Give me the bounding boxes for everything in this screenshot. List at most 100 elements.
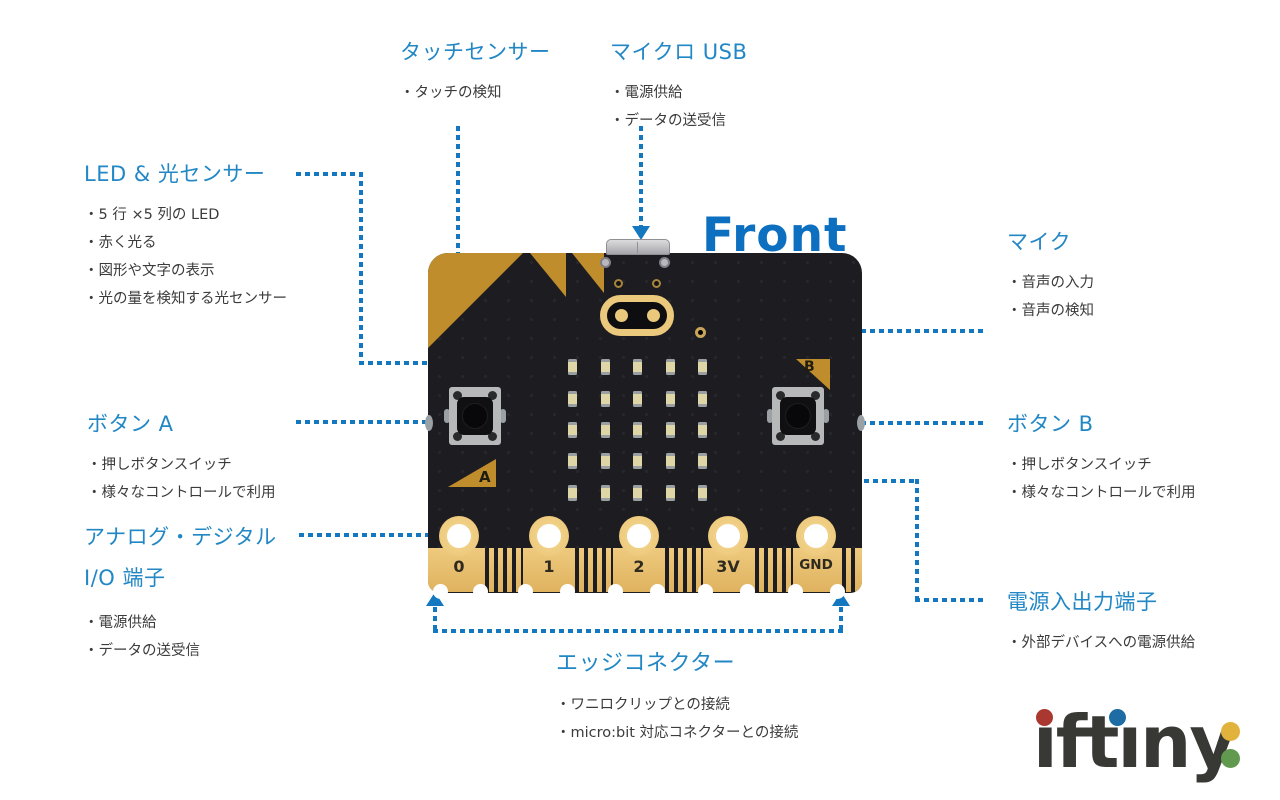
annotation-button-a: ボタン A ・押しボタンスイッチ ・様々なコントロールで利用 [87,405,276,507]
connector-line-led [296,172,362,176]
pin-label-1: 1 [543,557,555,576]
connector-fingers [665,548,703,592]
annotation-button-b: ボタン B ・押しボタンスイッチ ・様々なコントロールで利用 [1007,405,1196,507]
annotation-title: 電源入出力端子 [1007,590,1158,614]
connector-fingers [485,548,523,592]
button-tab [444,409,450,423]
touch-logo-dot [647,309,660,322]
button-b [767,387,829,445]
micro-usb-port [606,239,670,255]
annotation-title: エッジコネクター [556,651,736,676]
connector-line-edge [433,607,437,632]
led [632,359,642,375]
annotation-touch-sensor: タッチセンサー ・タッチの検知 [400,33,551,107]
annotation-bullet: ・タッチの検知 [400,85,502,101]
annotation-bullet: ・データの送受信 [84,643,200,659]
led [567,453,577,469]
annotation-bullet: ・音声の入力 [1007,275,1094,291]
annotation-title: ボタン B [1007,412,1094,436]
pin-label-2: 2 [633,557,645,576]
connector-line-power [915,598,986,602]
connector-fingers [755,548,793,592]
button-pin [811,432,820,441]
annotation-bullet: ・赤く光る [84,235,157,251]
connector-line-edge [839,607,843,632]
connector-line-usb [639,126,643,228]
button-pin [453,391,462,400]
annotation-edge-connector: エッジコネクター ・ワニロクリップとの接続 ・micro:bit 対応コネクター… [556,645,798,747]
logo-dot-i1 [1036,709,1053,726]
edge-notch [740,584,755,599]
annotation-bullet: ・押しボタンスイッチ [1007,457,1152,473]
pin-hole [716,524,740,548]
annotation-bullet: ・押しボタンスイッチ [87,457,232,473]
button-a [444,387,506,445]
led [600,453,610,469]
edge-notch [788,584,803,599]
via-ring [614,279,623,288]
led [600,359,610,375]
arrowhead-usb [632,226,650,240]
pin-label-3v: 3V [716,557,740,576]
annotation-bullet: ・電源供給 [610,85,683,101]
microphone-hole [695,327,706,338]
led [665,485,675,501]
button-pin [488,432,497,441]
corner-decoration [530,253,566,297]
annotation-analog-digital-io: アナログ・デジタル I/O 端子 ・電源供給 ・データの送受信 [84,517,277,665]
led [567,422,577,438]
led [632,391,642,407]
pin-label-0: 0 [453,557,465,576]
edge-notch [830,584,845,599]
led [567,485,577,501]
button-pin [776,391,785,400]
button-tab [500,409,506,423]
led [632,453,642,469]
edge-notch [433,584,448,599]
pin-hole [804,524,828,548]
corner-decoration [572,253,604,293]
annotation-bullet: ・図形や文字の表示 [84,263,215,279]
led [567,359,577,375]
edge-notch [608,584,623,599]
led [600,391,610,407]
connector-line-io [299,533,450,537]
annotation-bullet: ・外部デバイスへの電源供給 [1007,635,1196,651]
led [697,485,707,501]
connector-line-power [915,479,919,602]
button-cap [462,403,488,429]
connector-line-edge [433,629,843,633]
led [697,453,707,469]
annotation-title: マイク [1007,230,1072,254]
usb-mount-pad [600,257,611,268]
edge-notch [650,584,665,599]
annotation-power-terminal: 電源入出力端子 ・外部デバイスへの電源供給 [1007,583,1195,657]
edge-notch [518,584,533,599]
board-edge-bump [857,415,865,431]
iftiny-logo: ıftıny [1033,688,1273,792]
led [567,391,577,407]
annotation-title: ボタン A [87,412,174,436]
annotation-bullet: ・データの送受信 [610,113,726,129]
annotation-bullet: ・ワニロクリップとの接続 [556,697,730,713]
pin-label-gnd: GND [799,557,833,573]
led [665,391,675,407]
pin-hole [627,524,651,548]
led [665,359,675,375]
edge-notch [698,584,713,599]
led [665,453,675,469]
annotation-title: マイクロ USB [610,40,748,64]
button-tab [767,409,773,423]
pin-hole [447,524,471,548]
led [632,422,642,438]
logo-dot-i2 [1109,709,1126,726]
edge-connector-strip [428,548,862,592]
button-pin [811,391,820,400]
led [632,485,642,501]
logo-dot-colon-top [1221,722,1240,741]
annotation-title: LED & 光センサー [84,162,266,186]
annotation-bullet: ・micro:bit 対応コネクターとの接続 [556,725,799,741]
annotation-title: タッチセンサー [400,40,551,64]
button-cap [785,403,811,429]
